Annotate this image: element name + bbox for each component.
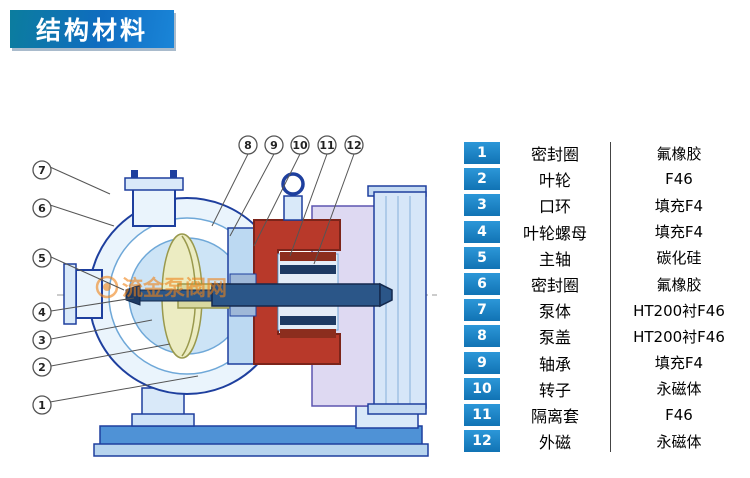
title-banner: 结构材料 bbox=[10, 10, 174, 48]
row-number-badge: 3 bbox=[464, 194, 500, 217]
page-title: 结构材料 bbox=[35, 16, 148, 45]
part-name: 转子 bbox=[538, 380, 571, 400]
callout-2: 2 bbox=[32, 343, 171, 377]
row-number-badge: 10 bbox=[464, 377, 500, 400]
table-row: 9 轴承 填充F4 bbox=[464, 350, 748, 376]
svg-text:10: 10 bbox=[292, 139, 308, 152]
part-name: 口环 bbox=[538, 197, 571, 217]
part-name: 隔离套 bbox=[530, 406, 579, 426]
callout-7: 7 bbox=[32, 160, 111, 195]
svg-text:流金泵阀网: 流金泵阀网 bbox=[122, 276, 227, 300]
row-number-badge: 6 bbox=[464, 273, 500, 296]
callout-12: 12 bbox=[313, 135, 364, 265]
table-row: 6 密封圈 氟橡胶 bbox=[464, 271, 748, 297]
callout-11: 11 bbox=[289, 135, 337, 257]
svg-text:4: 4 bbox=[38, 306, 46, 319]
svg-text:11: 11 bbox=[319, 139, 334, 152]
callout-4: 4 bbox=[32, 297, 135, 322]
material-name: 永磁体 bbox=[656, 380, 702, 399]
callout-5: 5 bbox=[32, 248, 125, 291]
main-shaft bbox=[125, 282, 393, 308]
table-row: 3 口环 填充F4 bbox=[464, 192, 748, 218]
material-name: 氟橡胶 bbox=[656, 275, 702, 294]
svg-text:2: 2 bbox=[38, 361, 46, 374]
material-name: 永磁体 bbox=[656, 432, 702, 451]
svg-text:3: 3 bbox=[38, 334, 46, 347]
material-name: HT200衬F46 bbox=[633, 301, 725, 320]
table-divider bbox=[610, 142, 611, 453]
pump-base bbox=[93, 387, 429, 457]
svg-text:1: 1 bbox=[38, 399, 46, 412]
part-name: 外磁 bbox=[538, 433, 571, 453]
material-name: F46 bbox=[665, 170, 693, 189]
table-row: 10 转子 永磁体 bbox=[464, 376, 748, 402]
callout-1: 1 bbox=[32, 375, 199, 415]
table-row: 1 密封圈 氟橡胶 bbox=[464, 140, 748, 166]
svg-text:7: 7 bbox=[38, 164, 46, 177]
part-name: 泵体 bbox=[538, 302, 571, 322]
part-name: 密封圈 bbox=[530, 145, 579, 165]
svg-text:8: 8 bbox=[244, 139, 252, 152]
row-number-badge: 5 bbox=[464, 246, 500, 269]
lifting-ring bbox=[281, 172, 305, 221]
row-number-badge: 7 bbox=[464, 299, 500, 322]
table-row: 5 主轴 碳化硅 bbox=[464, 245, 748, 271]
table-row: 4 叶轮螺母 填充F4 bbox=[464, 219, 748, 245]
part-name: 轴承 bbox=[538, 354, 571, 374]
row-number-badge: 1 bbox=[464, 142, 500, 165]
table-row: 11 隔离套 F46 bbox=[464, 402, 748, 428]
material-name: 填充F4 bbox=[654, 196, 704, 215]
material-name: 氟橡胶 bbox=[656, 144, 702, 163]
svg-text:9: 9 bbox=[270, 139, 278, 152]
table-row: 2 叶轮 F46 bbox=[464, 166, 748, 192]
parts-table: 1 密封圈 氟橡胶 2 叶轮 F46 3 口环 填充F4 4 叶轮螺母 填充F4… bbox=[464, 140, 748, 454]
svg-text:12: 12 bbox=[346, 139, 361, 152]
callout-8: 8 bbox=[211, 135, 258, 227]
magnet-housing bbox=[253, 219, 341, 365]
part-name: 叶轮螺母 bbox=[522, 223, 587, 243]
row-number-badge: 4 bbox=[464, 220, 500, 243]
row-number-badge: 11 bbox=[464, 403, 500, 426]
part-name: 泵盖 bbox=[538, 328, 571, 348]
material-name: 填充F4 bbox=[654, 354, 704, 373]
part-name: 密封圈 bbox=[530, 276, 579, 296]
callout-6: 6 bbox=[32, 198, 115, 227]
part-name: 叶轮 bbox=[538, 171, 571, 191]
pump-diagram: 流金泵阀网 7 6 5 4 3 2 1 8 bbox=[32, 135, 437, 457]
material-name: 填充F4 bbox=[654, 223, 704, 242]
callout-9: 9 bbox=[229, 135, 284, 237]
table-row: 12 外磁 永磁体 bbox=[464, 428, 748, 454]
callout-10: 10 bbox=[253, 135, 310, 247]
row-number-badge: 8 bbox=[464, 325, 500, 348]
table-row: 7 泵体 HT200衬F46 bbox=[464, 297, 748, 323]
material-name: HT200衬F46 bbox=[633, 327, 725, 346]
callout-3: 3 bbox=[32, 319, 153, 350]
material-name: F46 bbox=[665, 405, 693, 424]
watermark: 流金泵阀网 bbox=[95, 275, 227, 300]
row-number-badge: 12 bbox=[464, 430, 500, 453]
impeller-nut bbox=[125, 284, 141, 306]
svg-text:5: 5 bbox=[38, 252, 46, 265]
material-name: 碳化硅 bbox=[656, 249, 702, 268]
table-rows: 1 密封圈 氟橡胶 2 叶轮 F46 3 口环 填充F4 4 叶轮螺母 填充F4… bbox=[464, 140, 748, 454]
row-number-badge: 9 bbox=[464, 351, 500, 374]
svg-text:6: 6 bbox=[38, 202, 46, 215]
part-name: 主轴 bbox=[538, 249, 571, 269]
table-row: 8 泵盖 HT200衬F46 bbox=[464, 323, 748, 349]
row-number-badge: 2 bbox=[464, 168, 500, 191]
